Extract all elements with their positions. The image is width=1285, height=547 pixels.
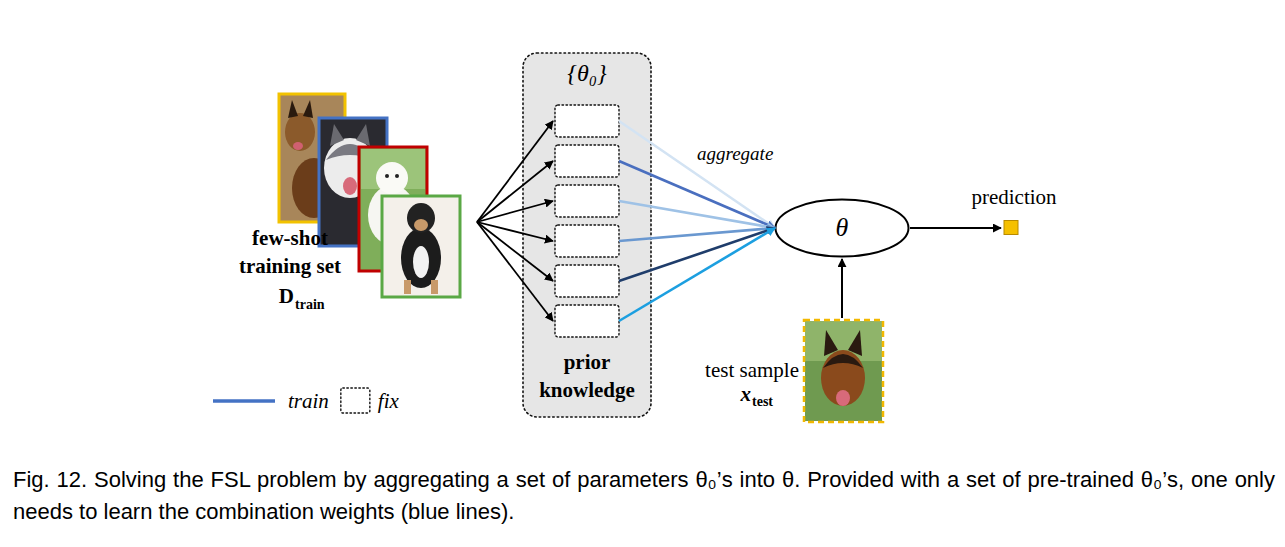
model-ellipse: θ (774, 198, 910, 258)
subscript: train (295, 297, 325, 313)
input-label: test sample (705, 357, 799, 383)
dog-fur (823, 354, 863, 368)
output-label: prediction (971, 184, 1056, 210)
dog-tongue (343, 177, 357, 195)
parameter-slot (555, 225, 619, 257)
parameter-slot (555, 105, 619, 137)
dog-eye (385, 174, 389, 178)
legend-sample (341, 388, 370, 413)
figure-caption: Fig. 12. Solving the FSL problem by aggr… (13, 464, 1275, 528)
subscript: test (752, 394, 773, 410)
dog-head (285, 113, 315, 151)
dog-head (821, 350, 865, 406)
input-symbol: x (741, 381, 752, 407)
dog-head (407, 203, 435, 233)
dog-ear (824, 330, 838, 356)
dog-ear (303, 100, 313, 118)
parameter-set: {θ₀} (567, 58, 606, 88)
dog-head (376, 162, 408, 194)
dog-body (401, 228, 441, 288)
dog-muzzle (414, 219, 428, 231)
dog-photo (382, 196, 460, 297)
panel-border (523, 53, 651, 417)
legend-label: train (288, 388, 329, 414)
test-input-arrow (841, 259, 843, 318)
legend-label: fix (378, 388, 399, 414)
prior-knowledge-panel: {θ₀} prior knowledge (522, 52, 652, 418)
parameter-slot (555, 265, 619, 297)
output-arrow (910, 227, 1001, 229)
prediction-square (1004, 221, 1018, 235)
dog-ear (356, 124, 370, 146)
photo-ground (805, 321, 882, 421)
dog-eye (395, 174, 399, 178)
parameter-slot (555, 185, 619, 217)
photo-frame (804, 320, 883, 422)
dog-ear (848, 330, 862, 356)
photo-frame (382, 196, 460, 297)
train-line-sample (213, 399, 275, 403)
dog-leg (431, 280, 438, 294)
parameter-slot (555, 305, 619, 337)
dog-ear (330, 124, 344, 146)
dog-ear (288, 100, 298, 118)
set-label: few-shot training set (220, 224, 360, 280)
set-symbol: D (279, 283, 294, 309)
dog-tongue (836, 390, 850, 406)
panel-title: prior knowledge (532, 348, 642, 404)
weight-label: aggregate (697, 142, 773, 166)
legend-sample (213, 401, 275, 402)
dog-tongue (293, 142, 303, 150)
test-photo (804, 320, 883, 422)
fix-box-sample (341, 388, 370, 413)
dog-leg (404, 280, 411, 294)
dog-chest (413, 246, 429, 278)
model-symbol: θ (836, 213, 849, 243)
parameter-slot (555, 145, 619, 177)
ellipse-border (776, 200, 909, 257)
